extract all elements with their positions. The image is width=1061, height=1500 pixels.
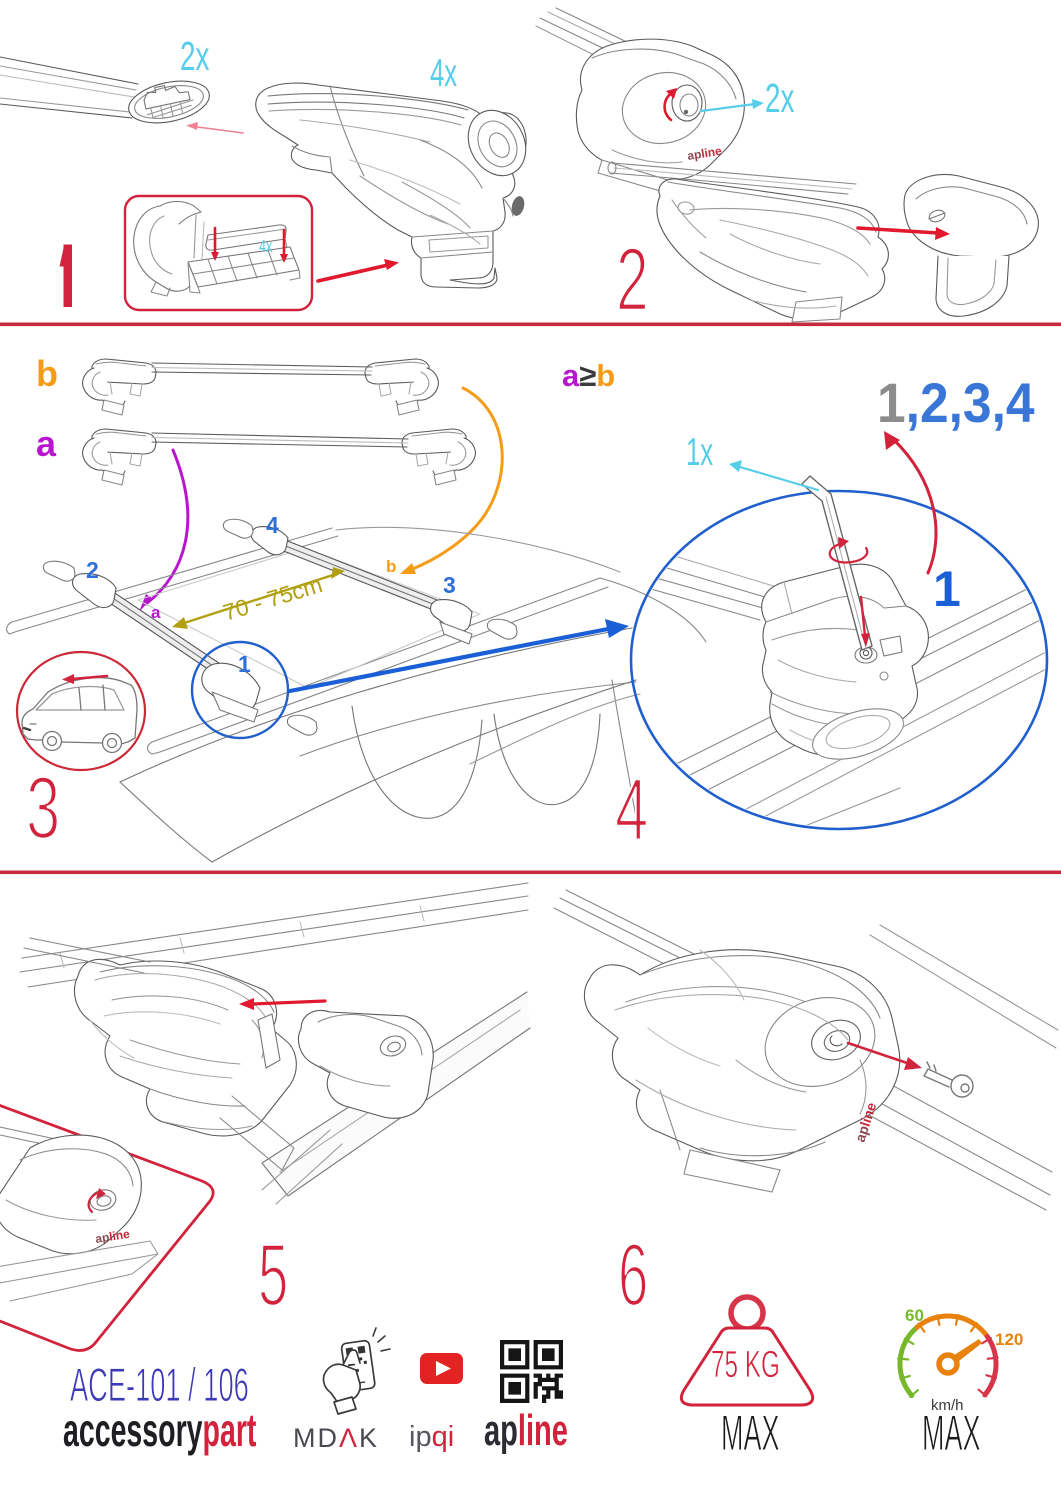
svg-text:MAX: MAX [922,1405,981,1461]
svg-text:75 KG: 75 KG [711,1342,780,1385]
svg-text:1x: 1x [686,431,714,475]
svg-text:120: 120 [995,1330,1023,1349]
svg-text:a: a [36,423,57,464]
svg-text:4x: 4x [430,52,458,96]
svg-text:ipqi: ipqi [409,1421,454,1453]
svg-text:60: 60 [905,1306,924,1325]
svg-text:4: 4 [615,760,648,858]
svg-text:b: b [386,557,396,576]
svg-text:1: 1 [933,561,961,617]
svg-text:3: 3 [443,572,456,598]
svg-text:apline: apline [484,1405,568,1455]
svg-text:MAX: MAX [721,1405,780,1461]
svg-text:2x: 2x [765,76,795,122]
svg-text:apline: apline [686,144,723,163]
svg-text:4x: 4x [259,237,272,257]
svg-text:1,2,3,4: 1,2,3,4 [877,372,1035,434]
svg-text:2: 2 [86,557,99,583]
svg-text:km/h: km/h [931,1397,964,1414]
svg-text:ACE-101 / 106: ACE-101 / 106 [70,1359,249,1412]
svg-text:apline: apline [852,1100,880,1144]
svg-text:1: 1 [238,651,251,677]
svg-text:MDΛK: MDΛK [293,1423,379,1453]
svg-text:6: 6 [618,1226,648,1325]
svg-text:3: 3 [26,759,60,857]
svg-text:a: a [151,603,161,622]
svg-text:apline: apline [94,1227,131,1246]
svg-text:a≥b: a≥b [562,358,615,393]
svg-text:5: 5 [258,1226,288,1325]
svg-text:2: 2 [616,230,649,329]
svg-text:2x: 2x [180,34,210,80]
svg-text:b: b [36,353,58,394]
svg-text:4: 4 [266,512,279,538]
svg-text:70 - 75cm: 70 - 75cm [220,571,325,626]
svg-text:accessorypart: accessorypart [63,1405,257,1457]
